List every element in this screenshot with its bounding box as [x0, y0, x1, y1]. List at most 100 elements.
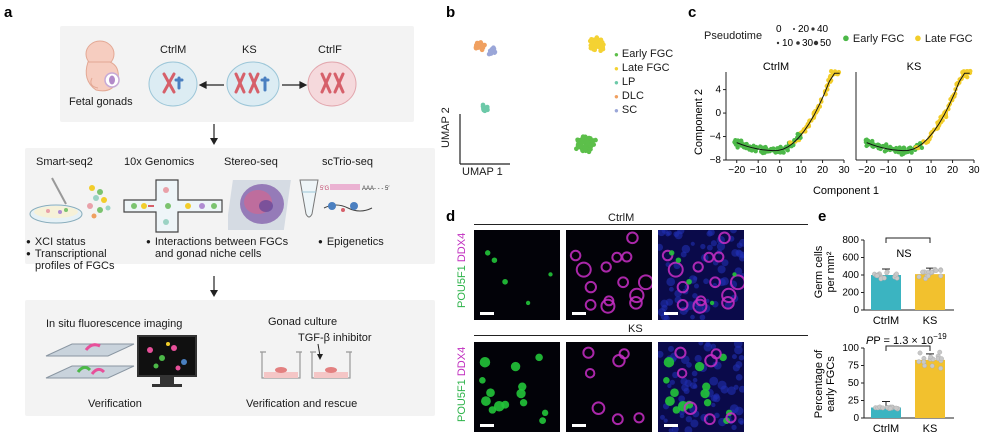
pt-50: 50	[820, 38, 832, 48]
dapi-nucleus	[734, 345, 743, 355]
cell-nucleus	[663, 377, 670, 384]
micro-ks-merge	[658, 342, 744, 432]
trajectory-point	[960, 70, 965, 75]
trajectory-point	[733, 138, 738, 143]
bar-ctrlm	[871, 275, 901, 310]
trajectory-point	[763, 144, 768, 150]
cell-label-ctrlm: CtrlM	[160, 44, 187, 56]
umap-point	[593, 41, 599, 47]
bar-y-tick-label: 200	[842, 288, 859, 299]
dapi-nucleus	[658, 308, 666, 317]
legend-dot-dlc: ●	[614, 92, 619, 101]
panel-a-box-bottom	[25, 300, 435, 416]
dapi-nucleus	[717, 265, 726, 274]
bullet-epigenetics: Epigenetics	[318, 236, 384, 248]
gonad-culture-wells	[260, 343, 352, 379]
cell-ring	[703, 413, 716, 426]
dapi-nucleus	[663, 315, 670, 320]
karyotype-cells	[148, 61, 357, 107]
significance-bracket	[885, 237, 931, 243]
trajectory-curve	[866, 72, 970, 152]
cell-ring	[584, 299, 597, 311]
trajectory-title-ctrlm: CtrlM	[763, 61, 789, 73]
bar-ks	[915, 274, 945, 310]
trajectory-x-tick-label: 20	[817, 165, 829, 176]
trajectory-point	[964, 69, 970, 75]
umap-legend-lp: ● LP	[614, 76, 636, 88]
bottom-ylabel-line1: Percentage of	[814, 349, 825, 418]
cell-ring	[676, 280, 689, 294]
umap-point	[578, 144, 584, 149]
micro-row2-rule	[474, 335, 808, 336]
cell-ring	[582, 346, 595, 359]
sctrio-tube-illustration: 5′G AAA- - - 5′	[299, 179, 390, 218]
p-value-annotation: PP = 1.3 × 10−19	[866, 332, 947, 347]
verification-label: Verification	[88, 398, 142, 410]
trajectory-point	[800, 129, 805, 134]
trajectory-point	[909, 150, 914, 155]
trajectory-point	[778, 144, 783, 150]
umap-clusters	[473, 35, 606, 155]
method-10x-genomics: 10x Genomics	[124, 156, 195, 168]
micro-row1-title: CtrlM	[608, 212, 635, 224]
dapi-nucleus	[679, 413, 685, 419]
scale-bar	[664, 424, 678, 427]
umap-point	[490, 50, 495, 55]
umap-point	[585, 140, 590, 145]
cell-ring	[612, 353, 626, 368]
trajectory-point	[744, 141, 749, 147]
bar-y-tick-label: 0	[853, 305, 859, 316]
umap-legend-late-fgc: ● Late FGC	[614, 62, 670, 74]
data-dot	[880, 405, 886, 411]
umap-point	[482, 108, 488, 114]
cell-ring	[704, 353, 718, 368]
cell-ring	[600, 261, 612, 273]
pt-30: 30	[802, 38, 814, 48]
data-dot	[894, 271, 899, 277]
umap-point	[575, 137, 580, 143]
dapi-nucleus	[658, 350, 664, 358]
trajectory-x-tick-label: −10	[880, 165, 897, 176]
bar-y-tick-label: 0	[853, 413, 859, 424]
cell-ring	[718, 231, 731, 245]
trajectory-ks	[863, 68, 973, 157]
cell-ring	[674, 346, 687, 359]
umap-legend-early-fgc: ● Early FGC	[614, 48, 674, 60]
bullet-xci-status: XCI status	[26, 236, 86, 248]
dapi-nucleus	[730, 230, 737, 234]
micro-ctrlm-merge	[658, 230, 744, 320]
cell-nucleus	[510, 361, 521, 372]
cell-ring	[721, 296, 735, 310]
cell-ring	[683, 401, 698, 416]
cell-nucleus	[700, 388, 710, 399]
trajectory-point	[919, 145, 925, 150]
pseudotime-label: Pseudotime	[704, 30, 763, 42]
trajectory-point	[882, 149, 888, 154]
dapi-nucleus	[666, 230, 672, 236]
bar-ctrlm	[871, 407, 901, 418]
trajectory-point	[864, 137, 869, 142]
cell-nucleus	[479, 356, 491, 368]
panel-label-b: b	[446, 4, 456, 21]
pt-legend-dot-early: ●	[842, 30, 850, 45]
dapi-nucleus	[665, 298, 674, 306]
trajectory-point	[864, 143, 869, 149]
panel-label-a: a	[4, 4, 13, 21]
cell-nucleus	[539, 417, 547, 425]
cell-ring	[709, 276, 722, 289]
dapi-nucleus	[735, 249, 742, 256]
trajectory-x-tick-label: 10	[926, 165, 938, 176]
cell-nucleus	[502, 278, 508, 285]
trajectory-y-tick-label: 0	[715, 108, 721, 119]
dapi-nucleus	[684, 379, 692, 387]
dapi-nucleus	[690, 241, 695, 246]
cell-nucleus	[702, 382, 711, 391]
dapi-nucleus	[698, 342, 704, 346]
fetal-gonads-label: Fetal gonads	[69, 96, 133, 108]
cell-nucleus	[668, 250, 675, 256]
trajectory-y-tick-label: −4	[710, 132, 722, 143]
cell-nucleus	[484, 250, 491, 256]
trajectory-x-tick-label: −20	[728, 165, 745, 176]
